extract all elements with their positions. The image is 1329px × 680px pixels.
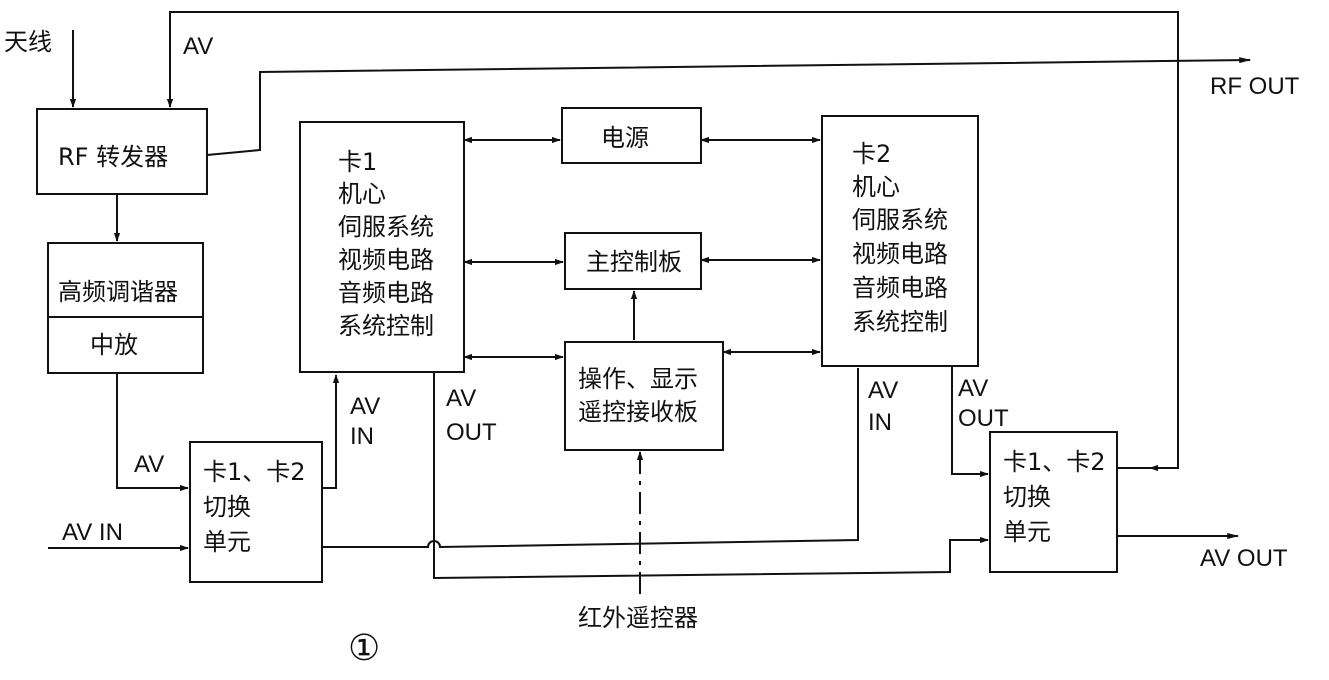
rf-out-line [206,57,1252,156]
card2-out-to-switch2-line [951,366,989,478]
power-box [561,107,702,164]
switch-right-line: 切换 [1003,483,1051,511]
card1-av-out-label: OUT [446,419,497,446]
antenna-label: 天线 [4,28,52,56]
rf-transmitter-box [36,108,208,195]
ops-board-line2: 遥控接收板 [578,398,698,426]
card2-text: 卡2 机心 伺服系统 视频电路 音频电路 系统控制 [852,140,948,336]
card2-line: 伺服系统 [852,206,948,234]
card2-line: 视频电路 [852,240,948,268]
tuner-label: 高频调谐器 [58,278,178,306]
tuner-av-label: AV [134,451,164,478]
ops-board-box [564,341,724,451]
av-in-label: AV IN [62,519,123,546]
card2-box [821,115,979,367]
card2-av-out-label: OUT [958,405,1009,432]
main-control-label: 主控制板 [586,248,682,276]
if-amp-label: 中放 [90,331,138,359]
card1-line: 系统控制 [338,312,434,340]
switch-left-line: 单元 [203,528,251,556]
card1-out-to-switch2-line [433,370,989,580]
card2-line: 音频电路 [852,274,948,302]
rf-out-label: RF OUT [1210,73,1300,100]
tuner-box [47,242,204,374]
rf-transmitter-label: RF 转发器 [58,143,168,171]
card2-av-in-label: AV [868,377,898,404]
card1-box [299,121,465,373]
card2-line: 系统控制 [852,308,948,336]
switch-right-box [989,431,1118,573]
card1-av-in-label: IN [350,423,374,450]
av-out-label: AV OUT [1200,545,1288,572]
power-label: 电源 [601,124,649,152]
remote-label: 红外遥控器 [578,604,698,632]
card1-av-in-label: AV [350,393,380,420]
card1-line: 视频电路 [338,246,434,274]
card1-text: 卡1 机心 伺服系统 视频电路 音频电路 系统控制 [338,148,434,340]
switch-left-box [189,441,323,583]
switch-right-line: 单元 [1003,518,1051,546]
card2-av-out-label: AV [958,375,988,402]
switch-right-line: 卡1、卡2 [1003,448,1106,476]
ops-board-line1: 操作、显示 [578,365,698,393]
figure-number: ① [348,628,380,669]
card1-line: 伺服系统 [338,213,434,241]
switch-to-card1-line [322,374,340,489]
tuner-to-switch-line [116,373,189,492]
card1-av-out-label: AV [446,385,476,412]
card1-line: 音频电路 [338,279,434,307]
switch-left-line: 卡1、卡2 [203,458,306,486]
main-control-box [564,232,702,290]
av-top-label: AV [183,33,213,60]
card1-line: 机心 [338,180,386,208]
card2-line: 机心 [852,173,900,201]
card2-av-in-label: IN [868,409,892,436]
card2-line: 卡2 [852,140,891,168]
card1-line: 卡1 [338,148,377,176]
switch-left-line: 切换 [203,493,251,521]
